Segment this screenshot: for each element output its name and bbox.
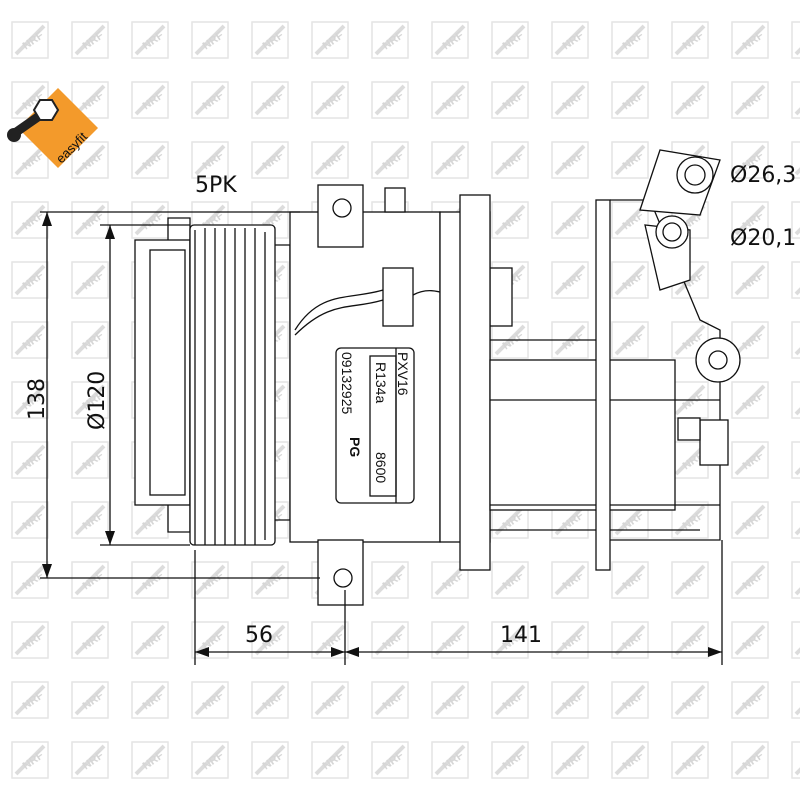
belt-label: 5PK <box>195 173 237 198</box>
height-label: 138 <box>25 378 50 420</box>
pulley <box>134 217 291 546</box>
svg-text:PXV16: PXV16 <box>395 352 411 396</box>
compressor-body <box>289 149 741 606</box>
pulley-diameter-label: Ø120 <box>85 371 110 430</box>
svg-text:R134a: R134a <box>373 362 389 403</box>
port-small-label: Ø20,1 <box>730 226 796 251</box>
svg-text:09132925: 09132925 <box>339 352 355 415</box>
pulley-offset-label: 56 <box>245 623 273 648</box>
body-length-label: 141 <box>500 623 542 648</box>
svg-text:PG: PG <box>347 437 363 457</box>
dimension-lines <box>40 211 723 665</box>
svg-text:8600: 8600 <box>373 452 389 483</box>
nameplate: PXV16 R134a 8600 09132925 PG <box>335 347 415 504</box>
port-large-label: Ø26,3 <box>730 163 796 188</box>
